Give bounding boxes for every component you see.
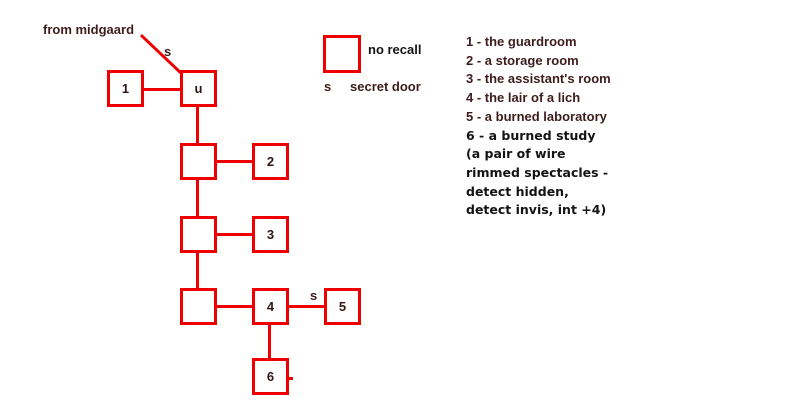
conn-4-6 (268, 325, 271, 358)
conn-u-a (196, 107, 199, 143)
room-2: 2 (252, 143, 289, 180)
room-unlabeled-b (180, 216, 217, 253)
origin-label: from midgaard (43, 22, 135, 37)
key-line-6: 6 - a burned study (466, 127, 596, 143)
conn-c-4 (217, 305, 252, 308)
key-line-3: 3 - the assistant's room (466, 71, 611, 87)
no-recall-label: no recall (368, 42, 422, 57)
room-key-list: 1 - the guardroom 2 - a storage room 3 - t… (466, 33, 696, 220)
conn-b-c (196, 253, 199, 288)
conn-a-2 (217, 160, 252, 163)
conn-b-3 (217, 233, 252, 236)
room-3-label: 3 (266, 227, 275, 242)
room-unlabeled-a (180, 143, 217, 180)
room-5: 5 (324, 288, 361, 325)
key-line-10: detect invis, int +4) (466, 202, 607, 218)
key-line-4: 4 - the lair of a lich (466, 90, 581, 106)
key-line-2: 2 - a storage room (466, 52, 579, 68)
entrance-line (139, 34, 182, 75)
room-2-label: 2 (266, 154, 275, 169)
room-5-label: 5 (338, 299, 347, 314)
room-1-label: 1 (121, 81, 130, 96)
secret-door-symbol: s (324, 79, 332, 94)
conn-a-b (196, 180, 199, 216)
room-u: u (180, 70, 217, 107)
conn-4-5 (289, 305, 324, 308)
room-unlabeled-c (180, 288, 217, 325)
secret-door-mark-1: s (164, 44, 172, 59)
room-6-label: 6 (266, 369, 275, 384)
key-line-8: rimmed spectacles - (466, 164, 609, 180)
key-line-9: detect hidden, (466, 183, 569, 199)
room-3: 3 (252, 216, 289, 253)
room-6: 6 (252, 358, 289, 395)
key-line-1: 1 - the guardroom (466, 34, 577, 49)
room-1: 1 (107, 70, 144, 107)
no-recall-box-icon (323, 35, 361, 73)
conn-1-u (144, 88, 180, 91)
room-u-label: u (194, 81, 203, 96)
secret-door-label: secret door (350, 79, 421, 94)
key-line-7: (a pair of wire (466, 146, 566, 162)
conn-6-east-stub (288, 377, 293, 380)
room-4: 4 (252, 288, 289, 325)
key-line-5: 5 - a burned laboratory (466, 108, 607, 124)
room-4-label: 4 (266, 299, 275, 314)
secret-door-mark-2: s (310, 288, 318, 303)
